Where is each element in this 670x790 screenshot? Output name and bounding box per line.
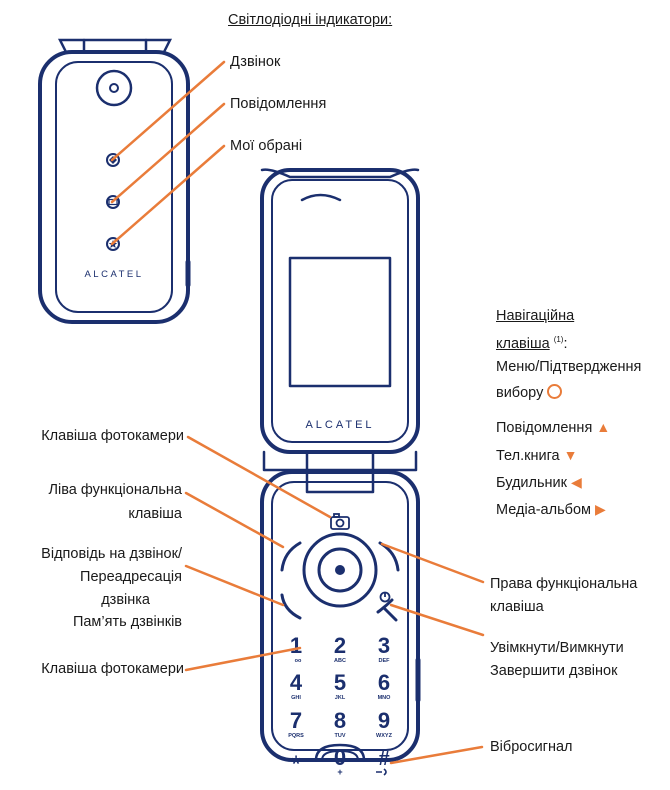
label-answer-4: Пам’ять дзвінків xyxy=(72,614,182,630)
nav-menu-text: вибору xyxy=(496,385,544,401)
leader-lines xyxy=(110,60,485,765)
nav-phonebook: Тел.книга ▼ xyxy=(496,446,578,465)
nav-alarm: Будильник ◀ xyxy=(496,473,582,492)
center-ring-icon xyxy=(547,384,563,399)
navigation-key xyxy=(302,532,378,608)
label-left-soft-2: клавіша xyxy=(128,506,182,522)
label-vibrate: Вібросигнал xyxy=(490,739,573,755)
label-answer-3: дзвінка xyxy=(101,592,150,608)
closed-phone-brand: ALCATEL xyxy=(84,269,143,280)
nav-media: Медіа-альбом ▶ xyxy=(496,500,606,519)
key-6-sub: MNO xyxy=(378,695,392,701)
nav-messages-text: Повідомлення xyxy=(496,420,593,436)
label-answer-2: Переадресація xyxy=(80,569,182,585)
key-5-sub: JKL xyxy=(335,695,346,701)
camera-icon xyxy=(330,513,350,530)
key-star: * xyxy=(291,751,300,778)
key-5: 5 xyxy=(334,670,346,695)
key-1: 1 xyxy=(290,633,302,658)
nav-messages: Повідомлення ▲ xyxy=(496,418,610,437)
key-2-sub: ABC xyxy=(334,658,346,664)
label-led-message: Повідомлення xyxy=(230,96,327,112)
label-camera-key-bottom: Клавіша фотокамери xyxy=(41,661,184,677)
right-arrow-icon: ▶ xyxy=(595,501,606,517)
nav-title-word: клавіша xyxy=(496,335,550,352)
nav-phonebook-text: Тел.книга xyxy=(496,448,560,464)
label-left-soft-1: Ліва функціональна xyxy=(48,482,183,498)
left-arrow-icon: ◀ xyxy=(571,474,582,490)
nav-menu-line2: вибору xyxy=(496,384,563,402)
label-answer-1: Відповідь на дзвінок/ xyxy=(41,546,182,562)
key-7-sub: PQRS xyxy=(288,733,304,739)
power-end-icon xyxy=(379,591,391,603)
key-4-sub: GHI xyxy=(291,695,301,701)
up-arrow-icon: ▲ xyxy=(596,419,611,435)
key-0-sub: + xyxy=(337,767,342,777)
key-3-sub: DEF xyxy=(379,658,391,664)
key-2: 2 xyxy=(334,633,346,658)
nav-menu-line1: Меню/Підтвердження xyxy=(496,359,642,375)
closed-phone xyxy=(38,38,191,324)
key-0: 0 xyxy=(334,745,346,770)
nav-title-line1: Навігаційна xyxy=(496,308,575,324)
label-led-favorites: Мої обрані xyxy=(230,138,303,154)
key-6: 6 xyxy=(378,670,390,695)
key-8-sub: TUV xyxy=(335,733,346,739)
label-camera-key-top: Клавіша фотокамери xyxy=(41,428,184,444)
nav-footnote: (1) xyxy=(553,335,564,344)
open-phone xyxy=(260,168,421,762)
key-9: 9 xyxy=(378,708,390,733)
label-led-call: Дзвінок xyxy=(230,54,281,70)
label-right-soft-2: клавіша xyxy=(490,599,544,615)
key-3: 3 xyxy=(378,633,390,658)
external-camera xyxy=(95,69,133,107)
label-power-1: Увімкнути/Вимкнути xyxy=(490,640,624,656)
key-4: 4 xyxy=(290,670,303,695)
key-7: 7 xyxy=(290,708,302,733)
key-hash: # xyxy=(378,748,389,770)
nav-media-text: Медіа-альбом xyxy=(496,502,591,518)
leds-title: Світлодіодні індикатори: xyxy=(228,12,393,28)
nav-alarm-text: Будильник xyxy=(496,475,567,491)
nav-colon: : xyxy=(563,335,568,352)
down-arrow-icon: ▼ xyxy=(563,447,578,463)
open-phone-brand: ALCATEL xyxy=(305,419,374,431)
label-power-2: Завершити дзвінок xyxy=(490,663,618,679)
vibrate-icon xyxy=(376,768,387,776)
label-right-soft-1: Права функціональна xyxy=(490,576,638,592)
key-1-sub: oo xyxy=(295,658,302,664)
nav-title-line2: клавіша (1): xyxy=(496,331,568,353)
end-key-stroke xyxy=(376,598,398,622)
key-8: 8 xyxy=(334,708,346,733)
key-9-sub: WXYZ xyxy=(376,733,393,739)
